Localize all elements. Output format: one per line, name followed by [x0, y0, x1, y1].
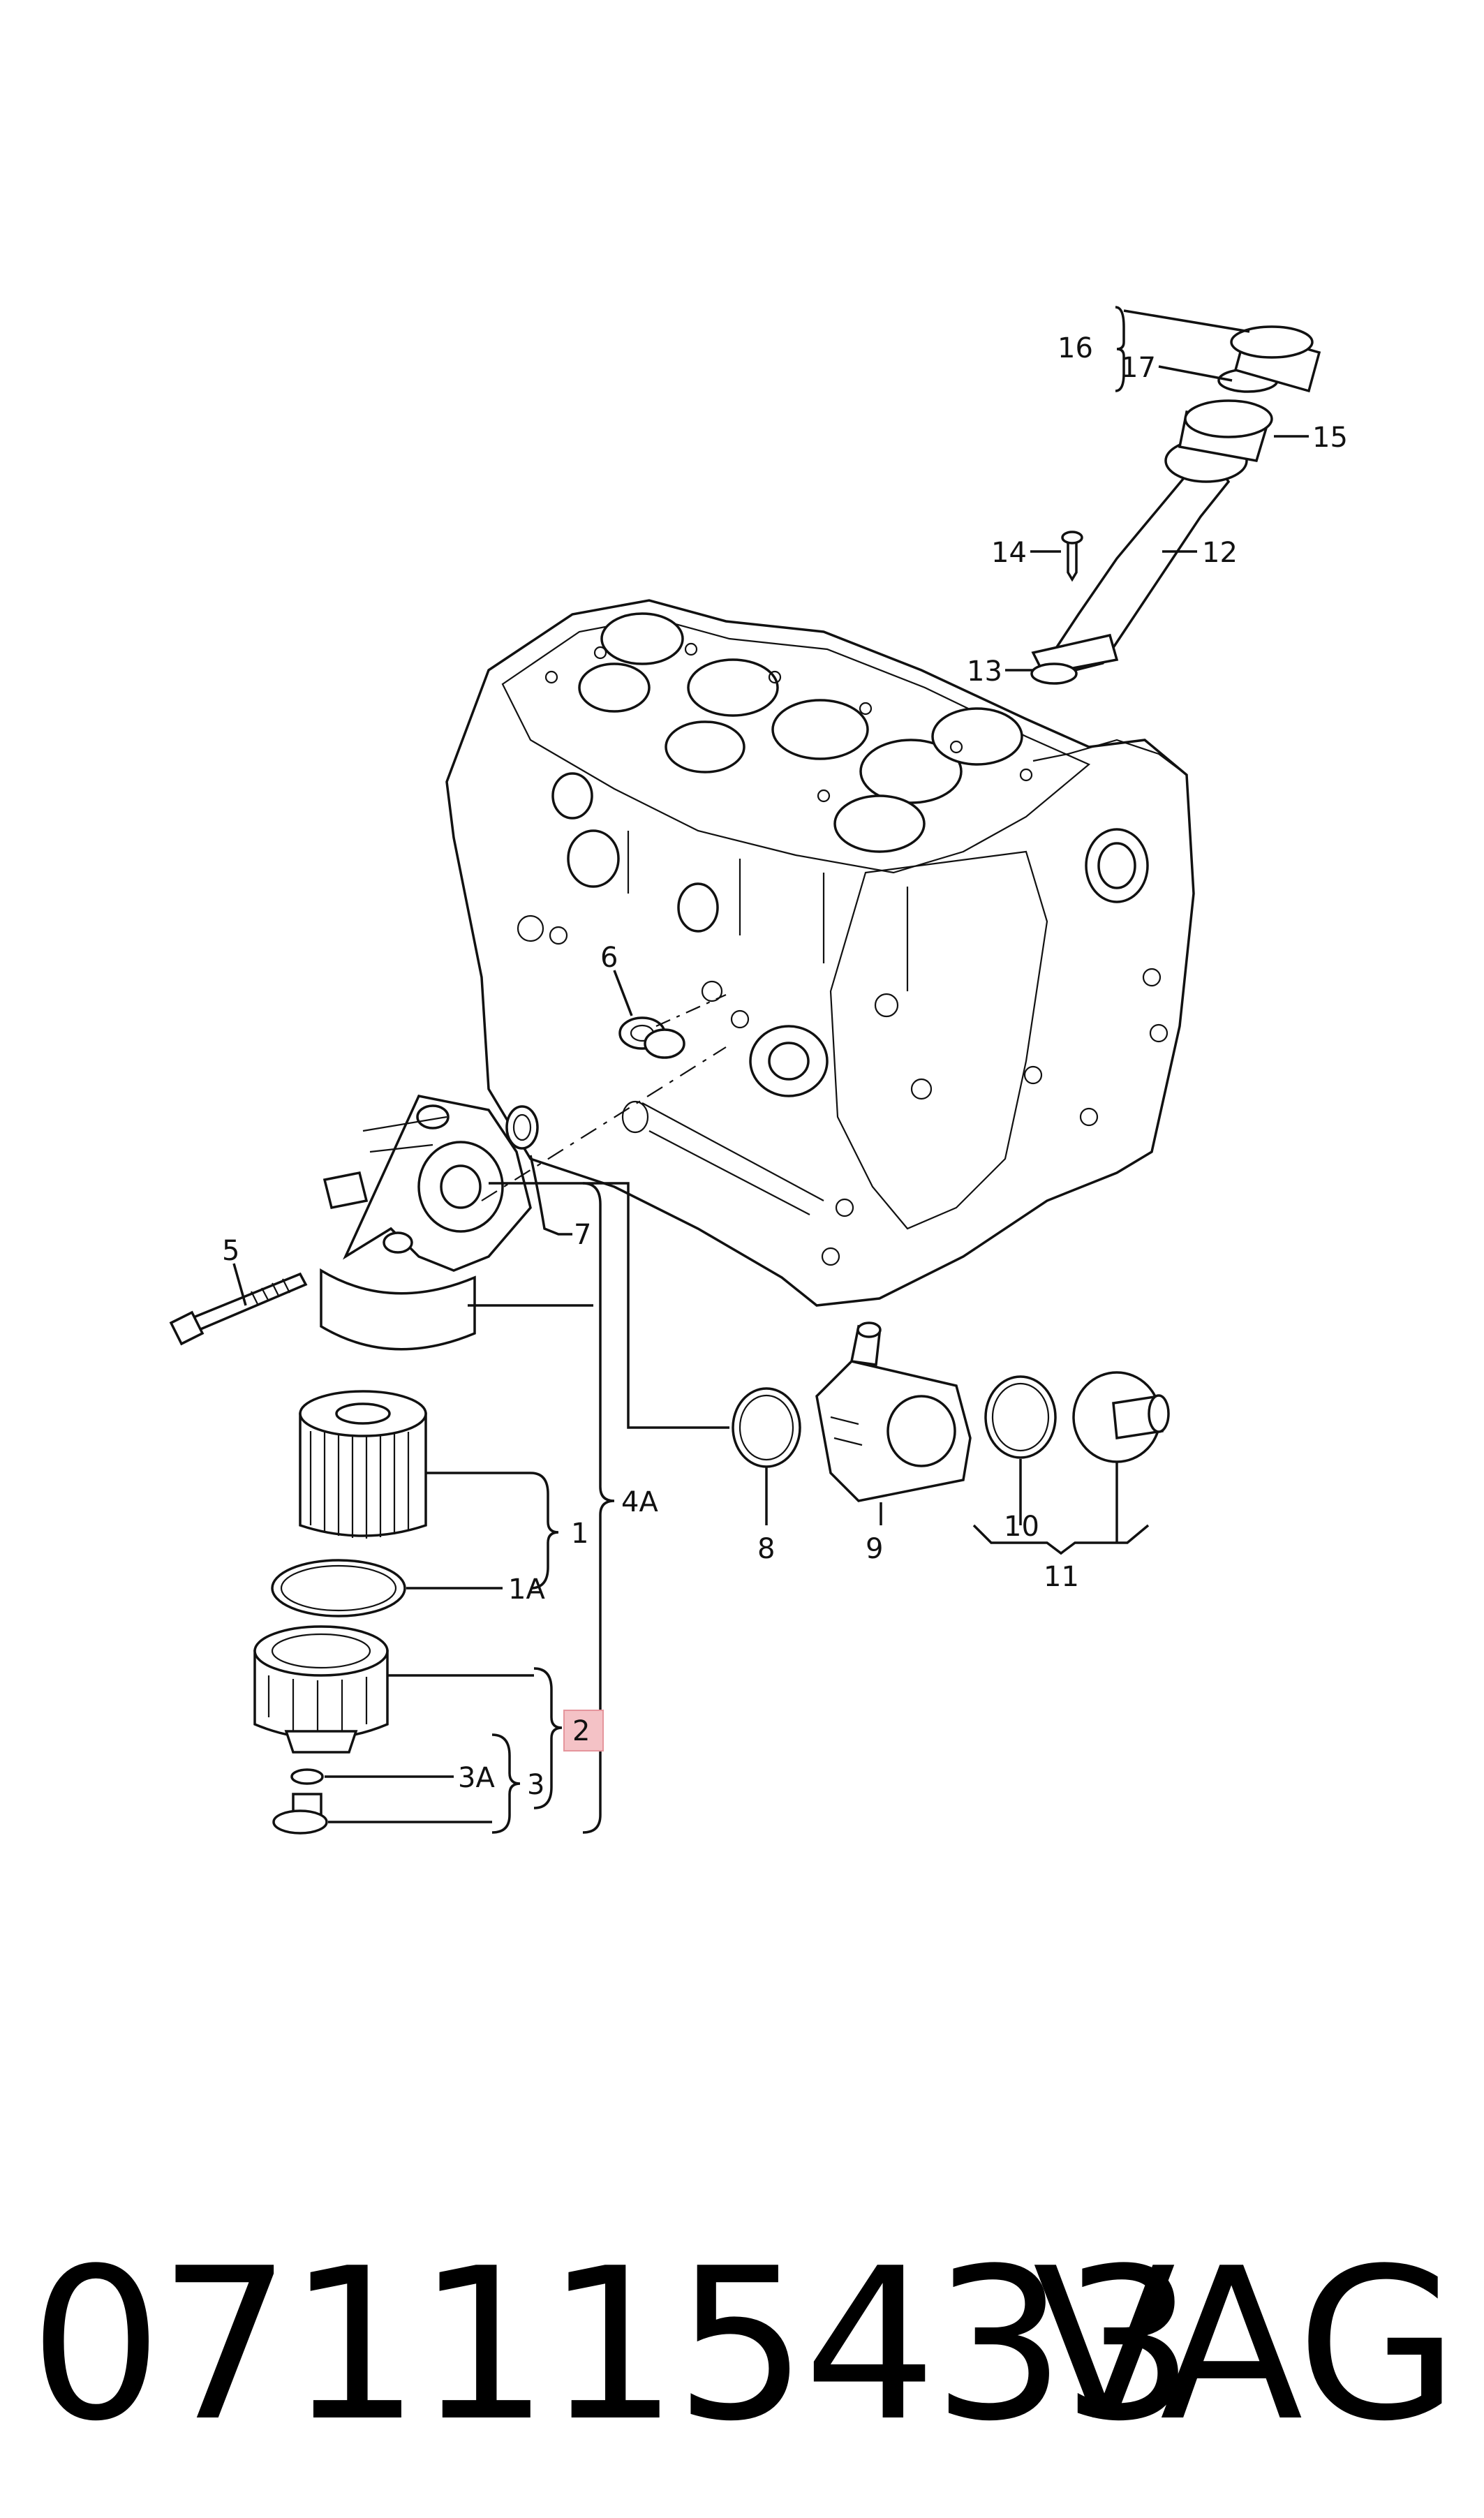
callout-7[interactable]: 7: [574, 1219, 591, 1251]
seal-ring-1A: [271, 1559, 406, 1617]
exploded-parts-diagram: 16 17 15 12 14 13 6 5 7 4A 1 1A 2 3A 3 8…: [169, 306, 1348, 1835]
brand-name: VAG: [1032, 2223, 1459, 2467]
oil-filter-housing: [320, 1046, 727, 1351]
callout-6[interactable]: 6: [600, 942, 618, 974]
callout-15[interactable]: 15: [1312, 422, 1348, 454]
callout-16[interactable]: 16: [1058, 332, 1093, 364]
callout-11[interactable]: 11: [1044, 1561, 1079, 1593]
callout-13[interactable]: 13: [967, 656, 1002, 688]
callout-10[interactable]: 10: [1004, 1511, 1039, 1543]
bolt-5: [169, 1272, 308, 1346]
callout-2[interactable]: 2: [572, 1715, 590, 1747]
footer: 071115433 VAG: [0, 2213, 1484, 2492]
filter-element-1: [299, 1390, 427, 1539]
part-number: 071115433: [29, 2223, 1195, 2467]
callout-4A[interactable]: 4A: [621, 1486, 658, 1518]
callout-9[interactable]: 9: [866, 1533, 883, 1565]
oil-cooler-9: [815, 1321, 972, 1502]
callout-labels: 16 17 15 12 14 13 6 5 7 4A 1 1A 2 3A 3 8…: [222, 332, 1348, 1801]
callout-5[interactable]: 5: [222, 1235, 239, 1267]
callout-1A[interactable]: 1A: [508, 1573, 545, 1606]
callout-12[interactable]: 12: [1202, 537, 1238, 569]
highlight-box: [563, 1710, 604, 1752]
callout-3[interactable]: 3: [527, 1769, 544, 1801]
filter-cap-2: [253, 1625, 389, 1754]
callout-3A[interactable]: 3A: [458, 1762, 495, 1794]
plug-11: [1072, 1371, 1170, 1463]
drain-plug-3: [272, 1768, 328, 1835]
callout-14[interactable]: 14: [991, 537, 1027, 569]
o-ring-7: [505, 1105, 539, 1150]
leader-lines: [232, 306, 1309, 1834]
seal-10: [984, 1375, 1057, 1459]
callout-1[interactable]: 1: [571, 1518, 588, 1550]
engine-block: [445, 599, 1195, 1307]
oil-filler-neck-assembly: [1030, 325, 1321, 685]
gasket-6: [618, 993, 727, 1059]
seal-8: [732, 1387, 801, 1468]
callout-8[interactable]: 8: [757, 1533, 775, 1565]
callout-17[interactable]: 17: [1120, 352, 1156, 384]
